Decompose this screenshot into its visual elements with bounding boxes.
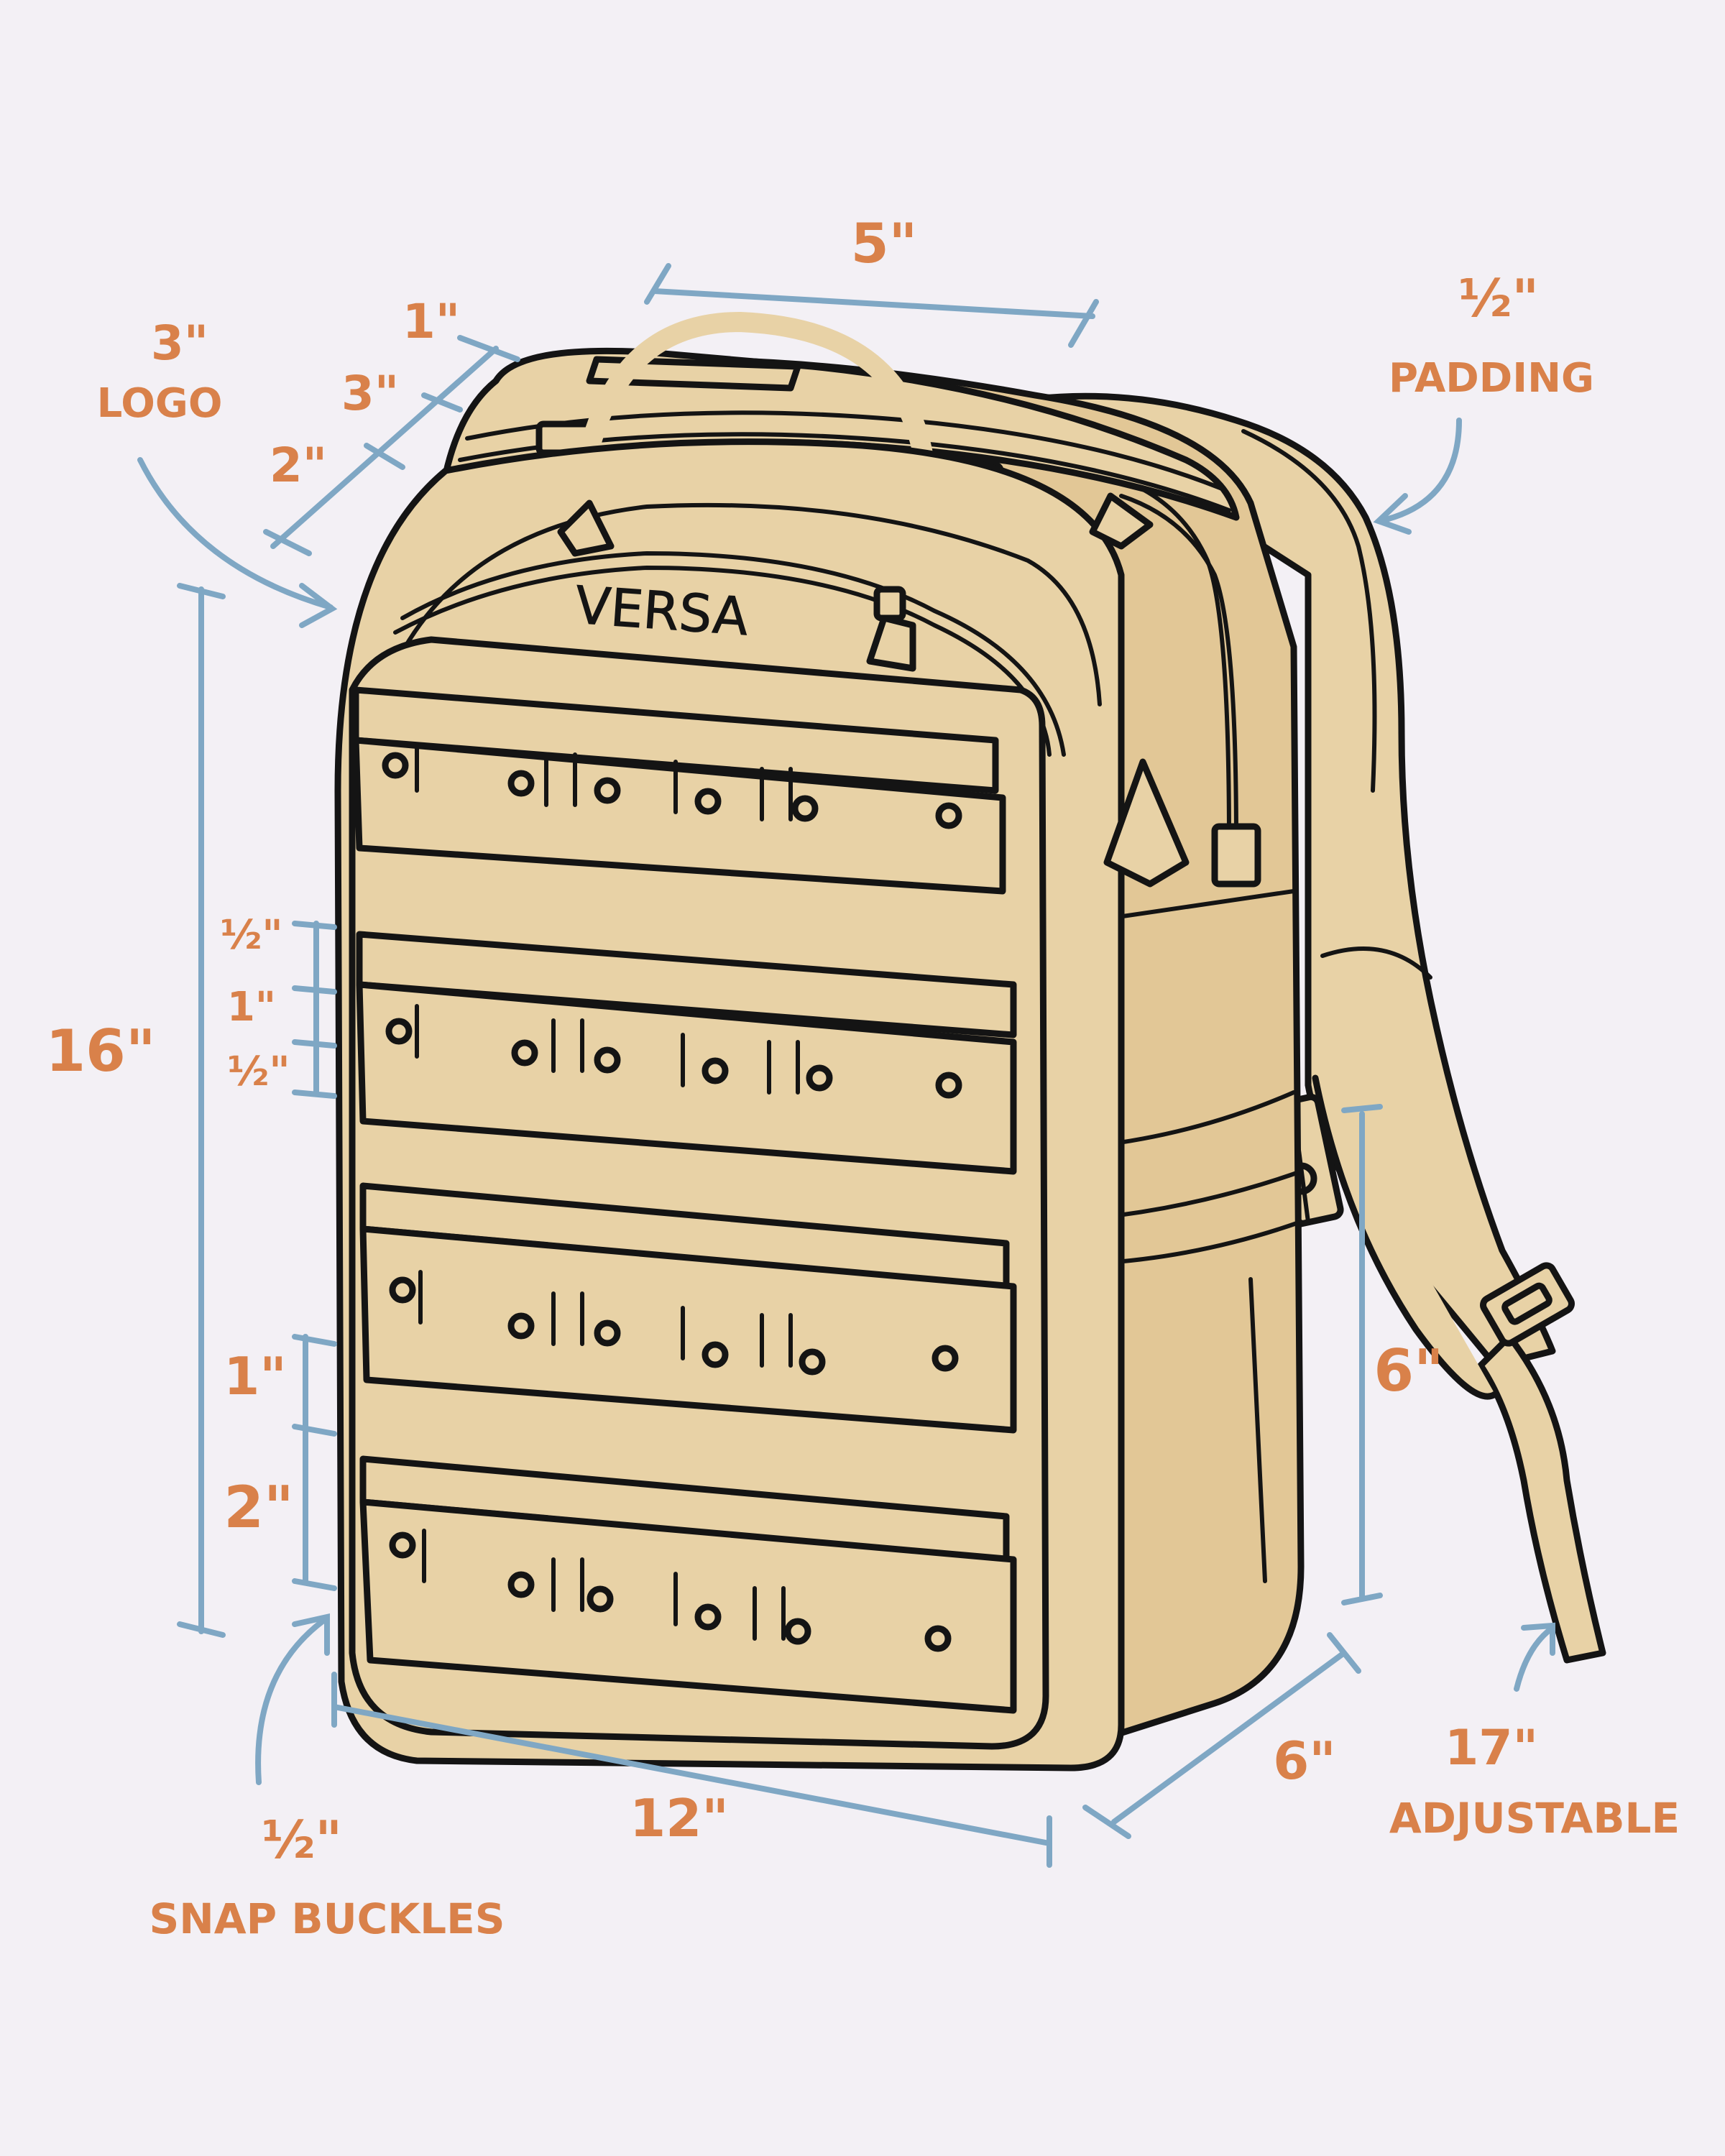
label-top-depth-2: 2" <box>270 438 327 493</box>
label-snap-size: ½" <box>262 1810 342 1870</box>
molle-row-4 <box>359 1455 1017 1714</box>
strap-arrow-icon <box>1514 1625 1555 1692</box>
brand-logo: VERSA <box>574 575 750 648</box>
label-strap-gap-1: ½" <box>220 912 282 959</box>
molle-row-2 <box>356 931 1017 1175</box>
label-strap-width: 1" <box>227 984 276 1031</box>
label-width: 12" <box>630 1788 729 1848</box>
logo-arrow-icon <box>137 457 334 610</box>
label-bottom-2: 2" <box>224 1474 293 1541</box>
label-logo-size: 3" <box>151 315 208 371</box>
carry-handle <box>581 311 936 483</box>
dimension-lines <box>177 263 1383 1868</box>
snap-arrow-icon <box>255 1618 326 1785</box>
label-strap-gap-2: ½" <box>227 1049 290 1095</box>
label-strap-length: 17" <box>1445 1720 1538 1777</box>
label-top-depth-1: 1" <box>402 294 460 349</box>
label-padding: PADDING <box>1389 355 1594 402</box>
label-height: 16" <box>45 1018 155 1084</box>
label-adjustable: ADJUSTABLE <box>1389 1794 1680 1843</box>
padding-arrow-icon <box>1377 418 1462 524</box>
zipper-pull-icon <box>557 492 1190 888</box>
label-side-height: 6" <box>1374 1337 1443 1404</box>
dimension-labels: 3" LOGO 1" 3" 2" 5" ½" PADDING 16" ½" 1"… <box>45 211 1680 1943</box>
label-depth: 6" <box>1273 1731 1336 1791</box>
label-bottom-1: 1" <box>224 1346 287 1406</box>
label-snap-buckles: SNAP BUCKLES <box>149 1894 505 1943</box>
label-top-width: 5" <box>851 211 917 275</box>
molle-row-1 <box>352 686 1006 895</box>
strap-buckle-icon <box>1480 1262 1575 1347</box>
molle-row-3 <box>359 1182 1017 1434</box>
label-top-depth-3: 3" <box>341 366 399 421</box>
label-logo: LOGO <box>97 380 223 427</box>
callout-arrows <box>137 418 1555 1785</box>
label-padding-size: ½" <box>1458 268 1539 328</box>
backpack-front: VERSA <box>334 438 1190 1772</box>
